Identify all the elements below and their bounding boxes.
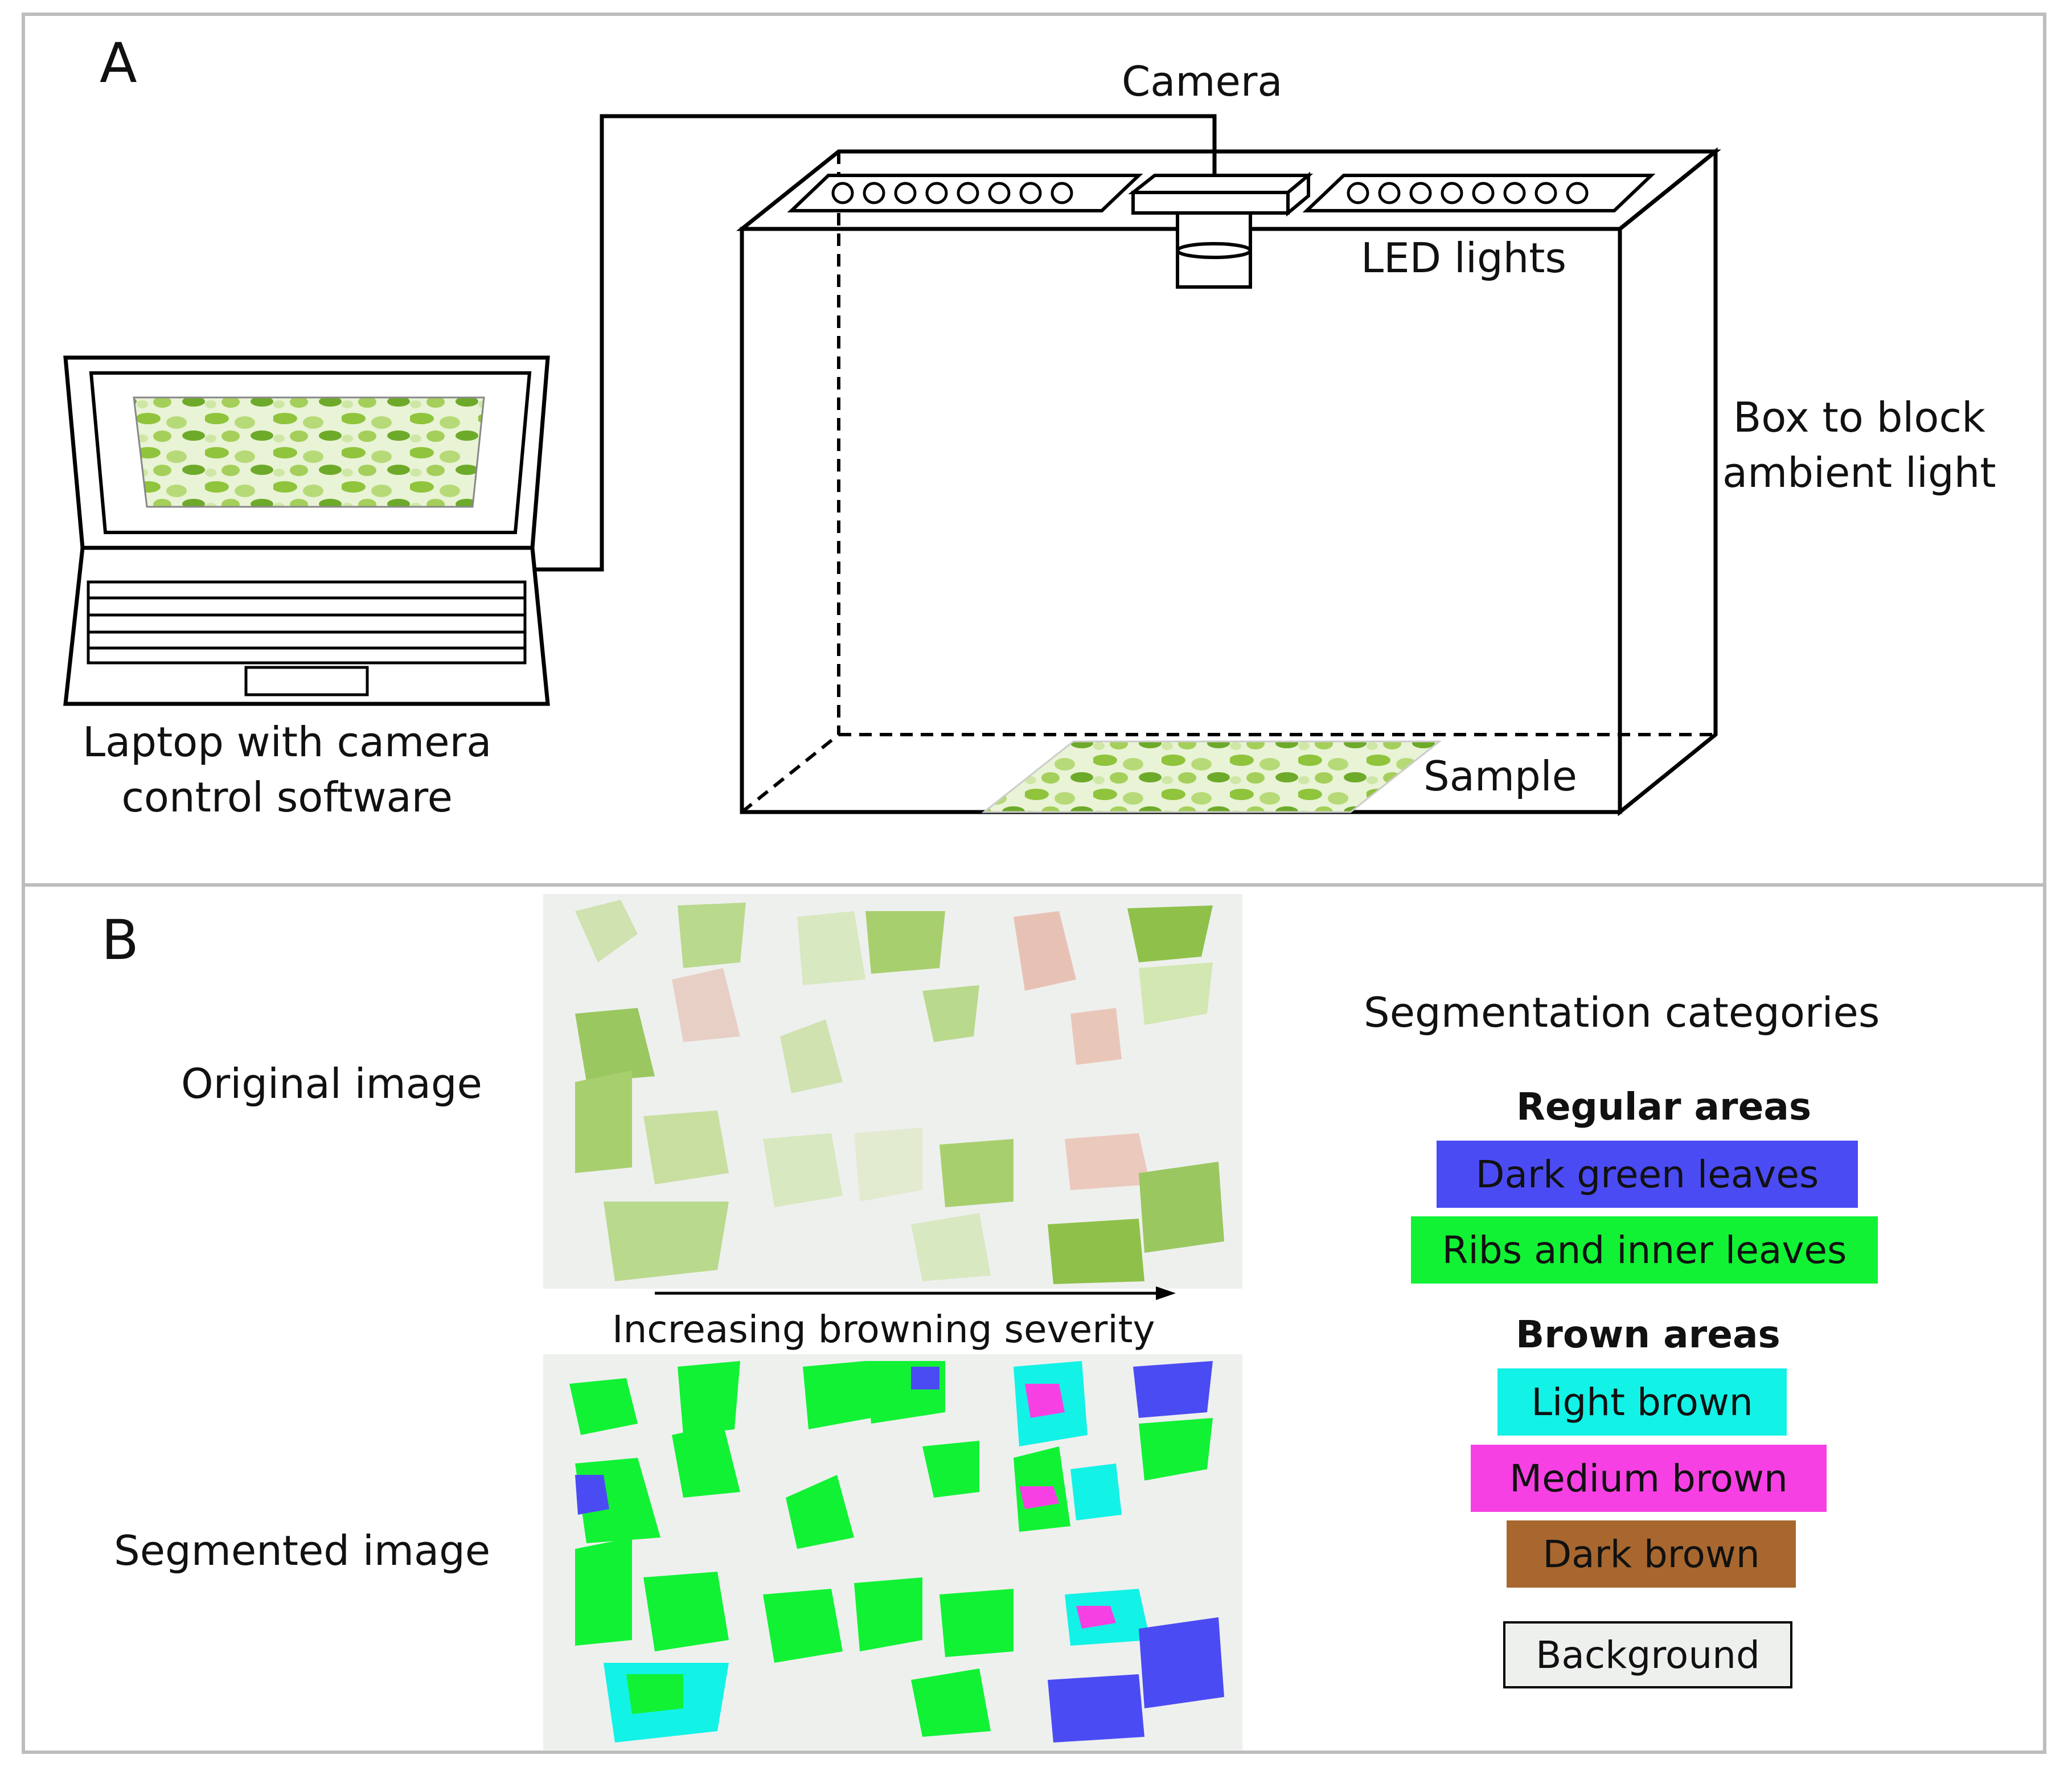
led-icon	[1409, 182, 1432, 204]
legend-title: Segmentation categories	[1364, 989, 1880, 1036]
brown-areas-heading: Brown areas	[1516, 1313, 1780, 1356]
led-strip-left	[787, 174, 1143, 212]
box-label: Box to block ambient light	[1722, 390, 1996, 501]
original-image	[543, 894, 1242, 1289]
led-icon	[988, 182, 1011, 204]
sample-tray	[981, 740, 1442, 813]
legend-light-brown: Light brown	[1497, 1368, 1787, 1436]
segmented-image	[543, 1354, 1242, 1750]
sample-label: Sample	[1423, 752, 1577, 800]
led-lights-label: LED lights	[1361, 234, 1567, 282]
laptop-touchpad	[244, 666, 369, 696]
laptop-icon	[63, 355, 550, 706]
led-icon	[1503, 182, 1526, 204]
led-icon	[1472, 182, 1495, 204]
camera-cable	[532, 114, 1217, 572]
panel-divider	[22, 883, 2046, 887]
laptop-keyboard	[87, 580, 527, 665]
browning-arrow	[655, 1286, 1176, 1300]
led-icon	[1051, 182, 1073, 204]
laptop-label-line-2: control software	[121, 773, 453, 822]
legend-background: Background	[1503, 1621, 1792, 1688]
led-icon	[925, 182, 948, 204]
laptop-base	[63, 546, 550, 706]
box-label-line-2: ambient light	[1722, 449, 1996, 497]
led-strip-right	[1302, 174, 1656, 212]
led-icon	[894, 182, 917, 204]
panel-b-letter: B	[101, 908, 139, 972]
box-right-face	[1618, 147, 1718, 817]
panel-a-letter: A	[100, 31, 137, 95]
laptop-screen-image	[133, 396, 485, 508]
box-hidden-edge-diagonal	[741, 733, 840, 814]
led-icon	[1347, 182, 1369, 204]
legend-dark-green: Dark green leaves	[1437, 1141, 1858, 1208]
regular-areas-heading: Regular areas	[1516, 1085, 1812, 1129]
led-icon	[1566, 182, 1589, 204]
led-icon	[1378, 182, 1401, 204]
led-icon	[831, 182, 854, 204]
legend-medium-brown: Medium brown	[1471, 1445, 1827, 1512]
arrow-label: Increasing browning severity	[612, 1307, 1155, 1351]
led-icon	[957, 182, 979, 204]
laptop-label: Laptop with camera control software	[83, 715, 491, 825]
legend-dark-brown: Dark brown	[1507, 1520, 1796, 1588]
original-image-label: Original image	[181, 1060, 482, 1108]
led-icon	[1534, 182, 1557, 204]
led-icon	[1019, 182, 1042, 204]
led-icon	[863, 182, 885, 204]
laptop-label-line-1: Laptop with camera	[83, 718, 492, 766]
camera-icon	[1128, 171, 1314, 289]
box-label-line-1: Box to block	[1733, 393, 1985, 441]
legend-ribs: Ribs and inner leaves	[1411, 1216, 1878, 1284]
camera-label: Camera	[1122, 58, 1283, 105]
box-front-face	[740, 227, 1622, 814]
led-icon	[1441, 182, 1463, 204]
segmented-image-label: Segmented image	[114, 1527, 491, 1575]
